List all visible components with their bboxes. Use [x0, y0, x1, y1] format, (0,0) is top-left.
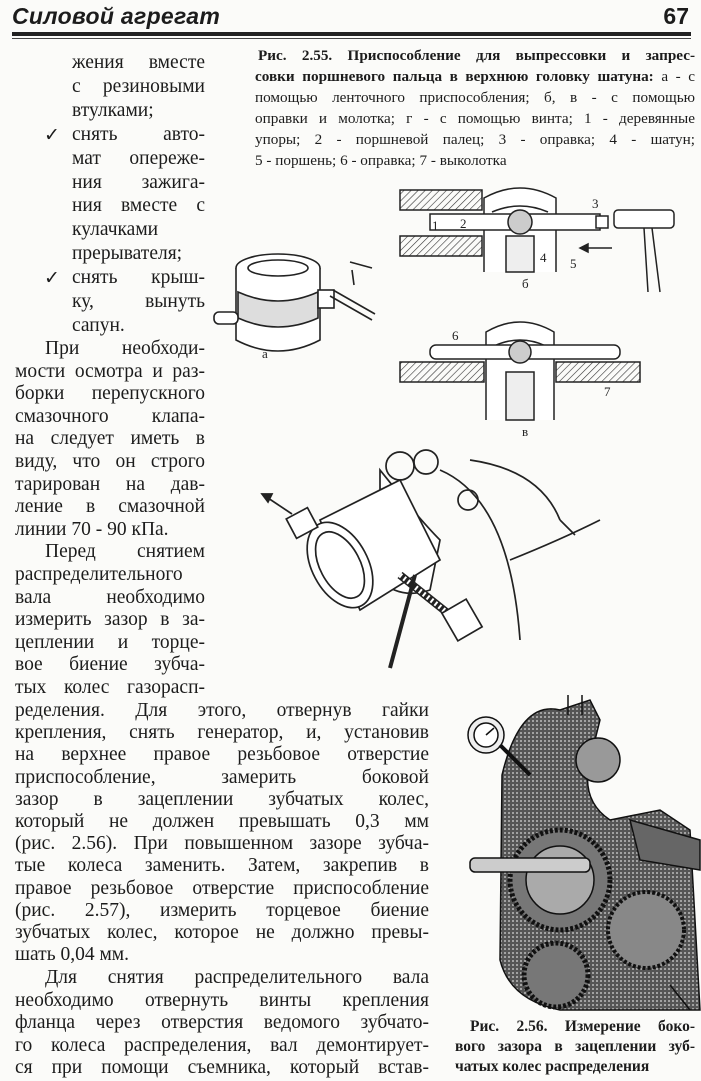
figure-label-b: б: [522, 276, 529, 291]
figure-label-v: в: [522, 424, 528, 439]
text-line: правое резьбовое отверстие приспособлени…: [15, 877, 429, 899]
text-line: линии 70 - 90 кПа.: [15, 518, 169, 540]
figure-label-3: 3: [592, 196, 599, 211]
checkmark-bullet-icon: ✓: [44, 123, 60, 146]
text-line: тые колеса заменить. Затем, закрепив в: [15, 855, 429, 877]
figure-2-56-engine-gears: [467, 695, 701, 1011]
figure-g-screw-puller: [260, 449, 601, 669]
text-line: на верхнее правое резьбовое отверстие: [15, 744, 429, 766]
figure-label-4: 4: [540, 250, 547, 265]
caption-line: чатых колес распределения: [455, 1058, 650, 1075]
text-line: сапун.: [72, 314, 125, 336]
caption-bold-text: совки поршневого пальца в верхнюю головк…: [255, 68, 654, 85]
text-line: распределительного: [15, 564, 183, 585]
text-line: мости осмотра и раз-: [15, 360, 205, 382]
text-line: зубчатых колес, которое не должно превы-: [15, 922, 429, 943]
text-line: тых колес газорасп-: [15, 677, 205, 698]
section-title: Силовой агрегат: [12, 3, 221, 29]
text-line: жения вместе: [72, 52, 205, 73]
text-line: который не должен превышать 0,3 мм: [15, 811, 429, 832]
caption-text: а - с: [653, 68, 695, 85]
figure-label-6: 6: [452, 328, 459, 343]
caption-line: 5 - поршень; 6 - оправка; 7 - выколотка: [255, 150, 695, 171]
text-line: (рис. 2.56). При повышенном зазоре зубча…: [15, 833, 429, 855]
text-line: измерить зазор в за-: [15, 609, 205, 631]
text-line: виду, что он строго: [15, 451, 205, 472]
figure-v-press-with-drift: [399, 321, 641, 421]
text-line: необходимо отвернуть винты крепления: [15, 989, 429, 1011]
header-rule-thick: [12, 32, 691, 36]
text-line: с резиновыми: [72, 75, 205, 97]
text-line: мат опереже-: [72, 147, 205, 169]
text-line: крепления, снять генератор, и, установив: [15, 722, 429, 744]
caption-bold-text: Рис. 2.55. Приспособление для выпрессовк…: [258, 47, 695, 64]
text-line: При необходи-: [45, 338, 205, 359]
text-line: шать 0,04 мм.: [15, 944, 130, 966]
caption-line: Рис. 2.56. Измерение боко-: [470, 1018, 695, 1035]
text-line: (рис. 2.57), измерить торцевое биение: [15, 899, 429, 921]
page-number: 67: [663, 3, 689, 29]
text-line: фланца через отверстия ведомого зубчато-: [15, 1012, 429, 1034]
text-line: зазор в зацеплении зубчатых колес,: [15, 788, 429, 810]
text-line: борки перепускного: [15, 383, 205, 405]
caption-line: помощью ленточного приспособления; б, в …: [255, 87, 695, 108]
caption-line: Рис. 2.55. Приспособление для выпрессовк…: [258, 45, 695, 66]
text-line: Перед снятием: [45, 541, 205, 563]
figure-b-press-with-mandrel: [399, 187, 675, 293]
figure-label-5: 5: [570, 256, 577, 271]
figure-label-1: 1: [432, 218, 439, 233]
caption-text: 5 - поршень; 6 - оправка; 7 - выколотка: [255, 152, 507, 169]
text-line: тарирован на дав-: [15, 473, 205, 495]
text-line: ния зажига-: [72, 171, 205, 193]
caption-line: упоры; 2 - поршневой палец; 3 - оправка;…: [255, 129, 695, 150]
text-line: втулками;: [72, 99, 154, 121]
text-line: снять крыш-: [72, 267, 205, 289]
text-line: ку, вынуть: [72, 291, 205, 312]
text-line: ление в смазочной: [15, 496, 205, 518]
text-line: смазочного клапа-: [15, 405, 205, 427]
checkmark-bullet-icon: ✓: [44, 267, 60, 290]
text-line: вое биение зубча-: [15, 654, 205, 676]
figure-label-a: а: [262, 346, 268, 361]
caption-line: оправки и молотка; г - с помощью винта; …: [255, 108, 695, 129]
text-line: ния вместе с: [72, 195, 205, 217]
header-rule-thin: [12, 38, 691, 39]
figure-a-piston-band-tool: [213, 253, 376, 352]
text-line: Для снятия распределительного вала: [45, 967, 429, 988]
figure-label-7: 7: [604, 384, 611, 399]
text-line: ределения. Для этого, отвернув гайки: [15, 700, 429, 721]
text-line: ся при помощи съемника, который встав-: [15, 1057, 429, 1079]
text-line: снять авто-: [72, 123, 205, 145]
text-line: прерывателя;: [72, 243, 183, 265]
caption-text: оправки и молотка; г - с помощью винта; …: [255, 110, 695, 127]
caption-line: вого зазора в зацеплении зуб-: [455, 1038, 695, 1055]
text-line: на следует иметь в: [15, 428, 205, 450]
caption-text: упоры; 2 - поршневой палец; 3 - оправка;…: [255, 131, 695, 148]
text-line: приспособление, замерить боковой: [15, 766, 429, 788]
text-line: го колеса распределения, вал демонтирует…: [15, 1034, 429, 1056]
figure-label-2: 2: [460, 216, 467, 231]
text-line: цеплении и торце-: [15, 631, 205, 653]
text-line: вала необходимо: [15, 586, 205, 608]
caption-line: совки поршневого пальца в верхнюю головк…: [255, 66, 695, 87]
text-line: кулачками: [72, 219, 159, 241]
caption-text: помощью ленточного приспособления; б, в …: [255, 89, 695, 106]
